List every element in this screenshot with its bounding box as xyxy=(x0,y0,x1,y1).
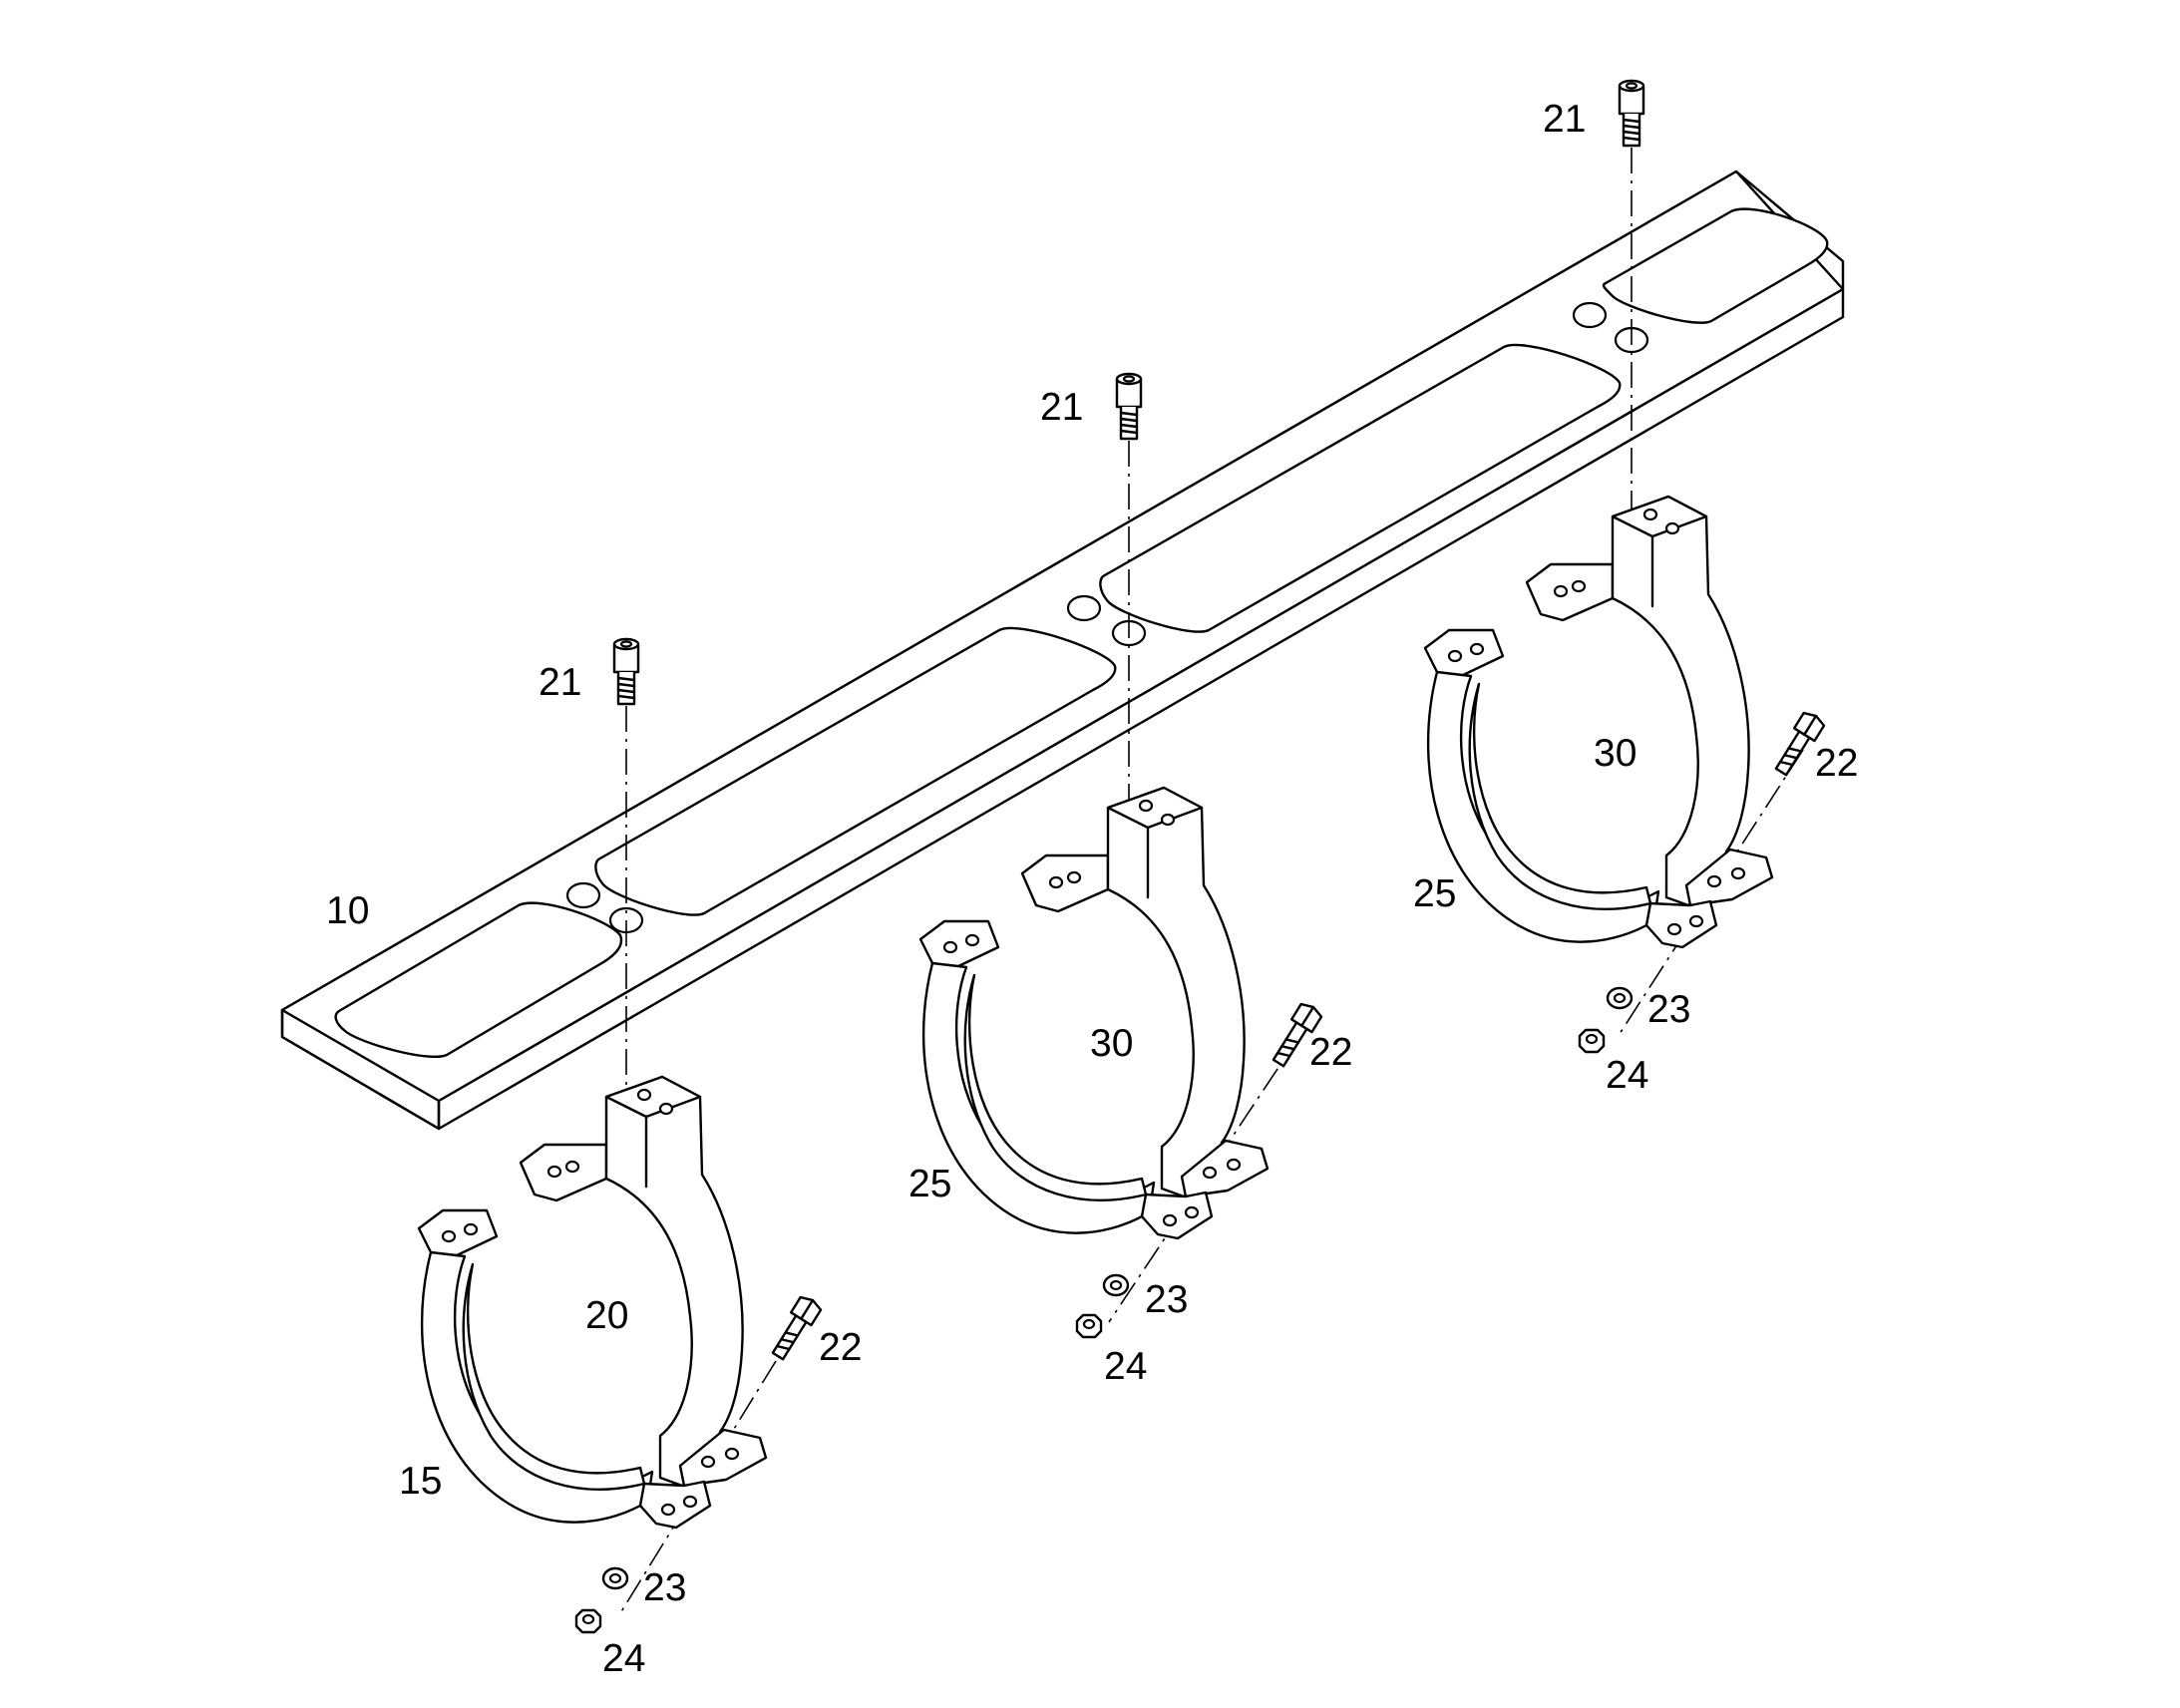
callout-clamp-top-right: 30 xyxy=(1594,732,1636,775)
hex-bolt-left xyxy=(766,1292,825,1364)
callout-bolt-right: 22 xyxy=(1815,742,1858,785)
callout-clamp-top-mid: 30 xyxy=(1090,1022,1133,1065)
washer-right xyxy=(1606,986,1634,1010)
cap-screw-middle xyxy=(1115,372,1143,441)
callout-clamp-mid: 25 xyxy=(908,1163,951,1205)
hex-nut-left xyxy=(574,1608,602,1634)
cap-screw-left xyxy=(612,637,640,706)
callout-clamp-right: 25 xyxy=(1413,872,1456,915)
callout-labels: 10 15 20 21 21 21 22 22 22 23 23 23 24 2… xyxy=(326,98,1858,1680)
callout-frame: 10 xyxy=(326,889,369,932)
callout-clamp-left: 15 xyxy=(399,1460,442,1503)
callout-screw-top-mid: 21 xyxy=(1040,386,1083,429)
callout-nut-right: 24 xyxy=(1606,1054,1648,1097)
washer-left xyxy=(601,1566,629,1590)
callout-washer-mid: 23 xyxy=(1145,1278,1188,1321)
callout-washer-left: 23 xyxy=(643,1566,686,1609)
hex-nut-middle xyxy=(1075,1313,1103,1339)
callout-washer-right: 23 xyxy=(1647,988,1690,1031)
callout-screw-top-right: 21 xyxy=(1543,98,1586,141)
callout-nut-left: 24 xyxy=(602,1637,645,1680)
callout-nut-mid: 24 xyxy=(1104,1345,1147,1388)
pipe-clamp-right xyxy=(1423,495,1774,949)
callout-clamp-top-left: 20 xyxy=(585,1294,628,1337)
washer-middle xyxy=(1102,1273,1130,1297)
callout-screw-top-left: 21 xyxy=(539,661,581,704)
cap-screw-right xyxy=(1618,79,1645,148)
pipe-clamp-middle xyxy=(918,786,1270,1240)
frame-part xyxy=(280,170,1845,1131)
callout-bolt-mid: 22 xyxy=(1309,1031,1352,1074)
callout-bolt-left: 22 xyxy=(819,1326,862,1369)
hex-nut-right xyxy=(1578,1028,1606,1054)
